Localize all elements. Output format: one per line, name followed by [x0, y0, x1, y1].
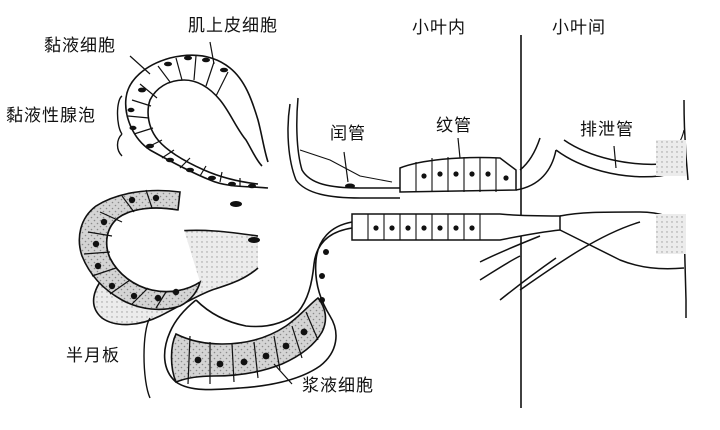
leader-lines [116, 41, 617, 399]
label-excretory-duct: 排泄管 [580, 120, 634, 140]
label-myoepithelial-cell: 肌上皮细胞 [188, 16, 278, 36]
mixed-acinus [78, 189, 260, 326]
label-interlobular: 小叶间 [552, 18, 606, 38]
label-demilune: 半月板 [66, 346, 120, 366]
label-striated-duct: 纹管 [436, 116, 472, 136]
label-mucous-acinus: 黏液性腺泡 [6, 106, 96, 126]
label-mucous-cell: 黏液细胞 [44, 36, 116, 56]
intercalated-duct-upper [287, 97, 400, 199]
excretory-duct [479, 99, 689, 318]
label-intralobular: 小叶内 [412, 18, 466, 38]
striated-duct-lower [351, 213, 561, 241]
striated-duct-upper [399, 156, 517, 193]
serous-acinus [163, 221, 353, 391]
mucous-acinus [124, 54, 269, 207]
label-serous-cell: 浆液细胞 [302, 376, 374, 396]
label-intercalated-duct: 闰管 [330, 124, 366, 144]
